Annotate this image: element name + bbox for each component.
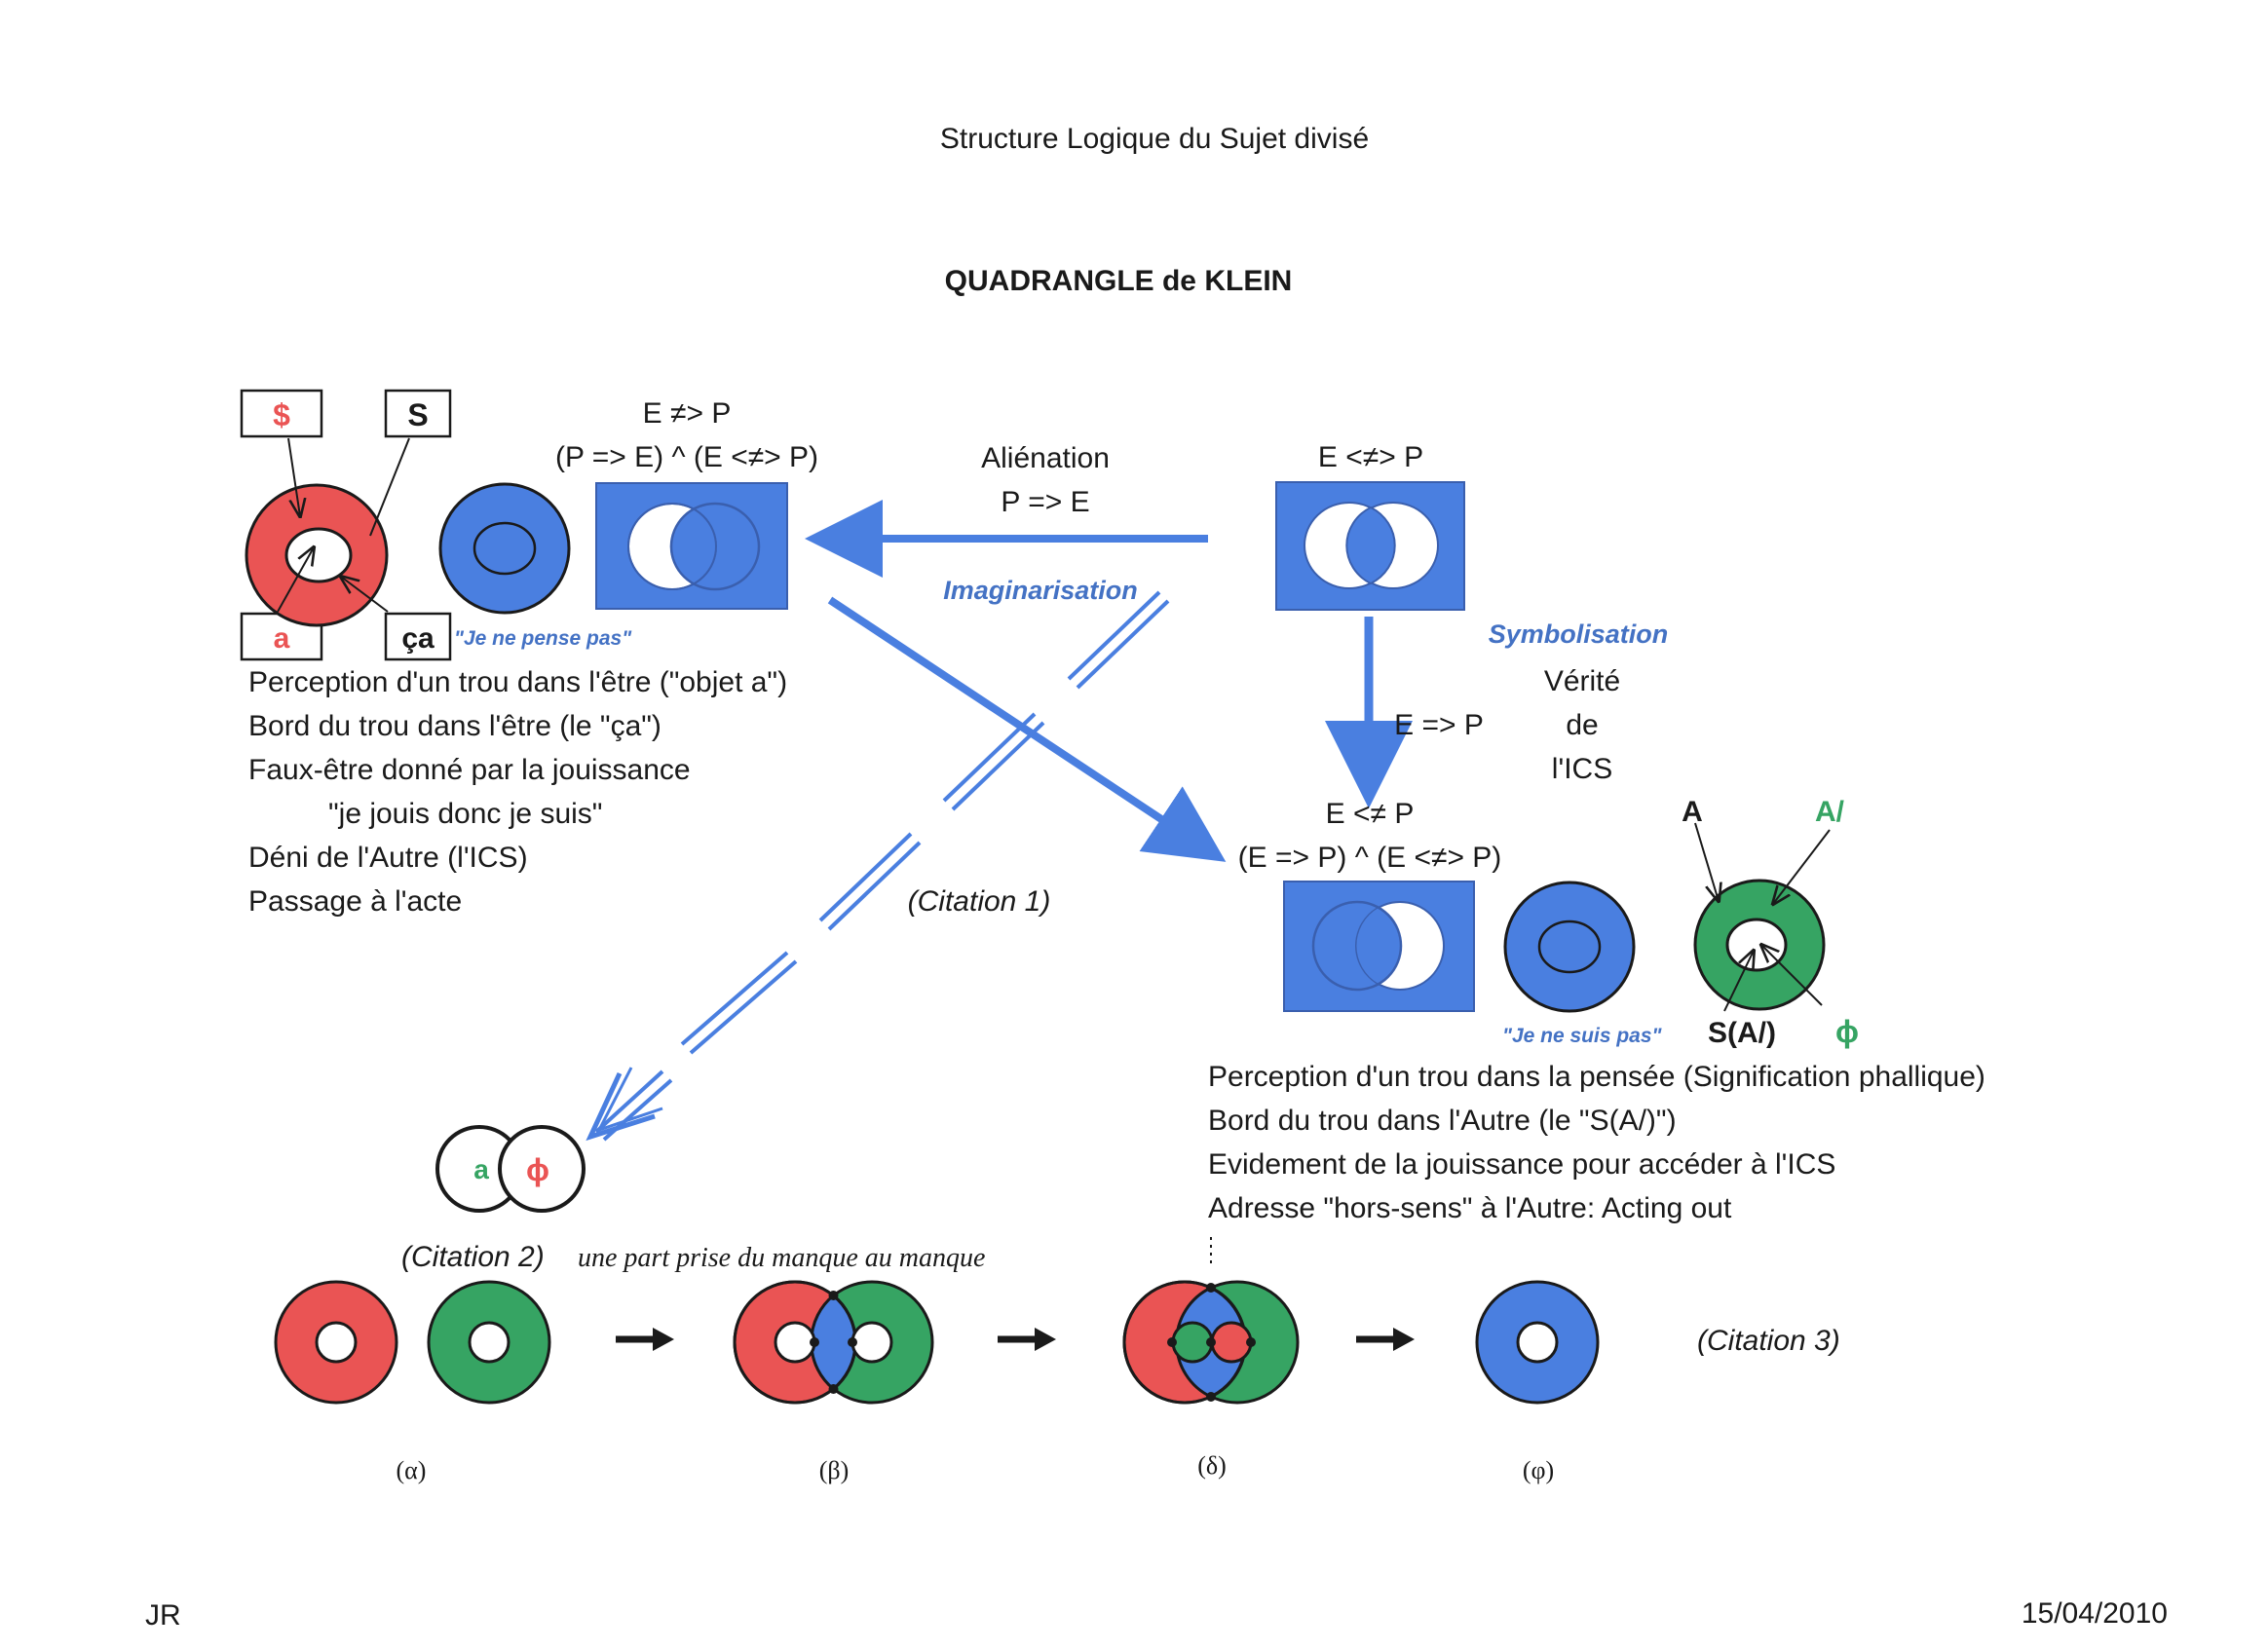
delta-node-right (1246, 1337, 1256, 1347)
alpha-red-hole (315, 1321, 358, 1364)
phi-letter: ϕ (526, 1152, 549, 1187)
stage-label-alpha: (α) (397, 1456, 427, 1484)
venn-right-intersection (1345, 506, 1396, 585)
delta-node-bottom (1206, 1392, 1216, 1402)
pointer-S-A (1723, 951, 1754, 1012)
formula-e-equiv-not-p: E <≠> P (1318, 441, 1423, 473)
br-desc-2: Bord du trou dans l'Autre (le "S(A/)") (1208, 1105, 1677, 1137)
box-a-label: a (274, 622, 290, 655)
citation-2-text: une part prise du manque au manque (578, 1243, 985, 1273)
phi-blue-hole (1516, 1321, 1559, 1364)
formula-e-not-reverse-p: E <≠ P (1326, 798, 1415, 830)
alienation-formula: P => E (1001, 486, 1089, 518)
label-phi: ϕ (1835, 1014, 1859, 1049)
delta-node-left (1167, 1337, 1177, 1347)
imaginarisation-dashed-arrow (586, 590, 1170, 1142)
pointer-ca (341, 577, 389, 613)
stage-label-delta: (δ) (1197, 1451, 1227, 1480)
stage-label-beta: (β) (819, 1456, 850, 1484)
bottom-right-group: E <≠ P (E => P) ^ (E <≠> P) "Je ne suis … (1208, 796, 1985, 1224)
pointer-A (1694, 822, 1719, 901)
label-S-A-barred: S(A/) (1708, 1017, 1776, 1049)
formula-e-implies-p-and: (E => P) ^ (E <≠> P) (1238, 842, 1502, 874)
red-torus-hole (284, 527, 353, 583)
lower-group: a ϕ (Citation 2) une part prise du manqu… (274, 1125, 1840, 1484)
blue-torus-inner (472, 521, 537, 576)
je-ne-pense-pas: "Je ne pense pas" (454, 627, 632, 650)
venn-bottom-intersection (1356, 908, 1401, 984)
box-ca (384, 612, 452, 661)
page-title: Structure Logique du Sujet divisé (940, 123, 1369, 155)
box-s-label: S (407, 397, 428, 432)
citation-1: (Citation 1) (908, 885, 1051, 918)
verite-line-1: Vérité (1544, 665, 1620, 697)
br-desc-4: Adresse "hors-sens" à l'Autre: Acting ou… (1208, 1192, 1732, 1224)
a-letter: a (473, 1154, 489, 1184)
formula-p-implies-e-and: (P => E) ^ (E <≠> P) (555, 441, 818, 473)
alienation-label: Aliénation (981, 442, 1110, 474)
arrows-group: Aliénation P => E Imaginarisation Symbol… (586, 442, 1669, 1142)
transition-arrow-3-head (1393, 1328, 1415, 1351)
beta-node-bottom (828, 1384, 839, 1394)
je-ne-suis-pas: "Je ne suis pas" (1502, 1025, 1663, 1047)
venn-left-circle-a-outline (627, 503, 717, 590)
vertical-formula: E => P (1394, 709, 1484, 741)
beta-node-right (848, 1337, 857, 1347)
verite-line-3: l'ICS (1552, 753, 1612, 785)
br-desc-3: Evidement de la jouissance pour accéder … (1208, 1148, 1835, 1181)
pointer-barred-s (287, 437, 300, 516)
label-A: A (1682, 796, 1703, 828)
phi-circle (498, 1125, 586, 1213)
citation-3: (Citation 3) (1697, 1325, 1840, 1357)
delta-red-hole (1210, 1321, 1253, 1364)
box-barred-s-label: $ (273, 397, 290, 432)
pointer-phi (1761, 945, 1823, 1006)
label-A-barred: A/ (1815, 796, 1845, 828)
transition-arrow-1-head (653, 1328, 674, 1351)
tl-desc-3: Faux-être donné par la jouissance (248, 754, 691, 786)
tl-desc-5: Déni de l'Autre (l'ICS) (248, 842, 528, 874)
delta-node-center (1206, 1337, 1216, 1347)
pointer-s (369, 437, 410, 537)
box-ca-label: ça (401, 622, 435, 655)
footer-initials: JR (145, 1599, 181, 1632)
tl-desc-4: "je jouis donc je suis" (328, 798, 602, 830)
beta-node-left (810, 1337, 819, 1347)
beta-node-top (828, 1291, 839, 1300)
verite-line-2: de (1566, 709, 1598, 741)
imaginarisation-label: Imaginarisation (943, 576, 1138, 605)
top-right-group: E <≠> P (1275, 441, 1465, 611)
stage-label-phi: (φ) (1523, 1456, 1554, 1484)
tl-desc-6: Passage à l'acte (248, 885, 462, 918)
box-barred-s (240, 389, 323, 438)
transition-arrow-2-head (1035, 1328, 1056, 1351)
box-s (384, 389, 452, 438)
top-left-group: $ S a ça "Je ne pense pas" E ≠> P (P => … (240, 389, 818, 918)
blue-torus-bottom-inner (1537, 919, 1602, 974)
beta-red-hole (774, 1321, 816, 1364)
alpha-green-hole (468, 1321, 510, 1364)
beta-green-hole (850, 1321, 893, 1364)
formula-e-not-implies-p: E ≠> P (643, 397, 732, 430)
venn-left-intersection (669, 508, 718, 584)
page-subtitle: QUADRANGLE de KLEIN (945, 265, 1293, 297)
green-torus-hole (1725, 918, 1788, 972)
symbolisation-label: Symbolisation (1489, 619, 1669, 649)
footer-date: 15/04/2010 (2022, 1597, 2168, 1630)
tl-desc-1: Perception d'un trou dans l'être ("objet… (248, 666, 787, 698)
pointer-A-barred (1773, 829, 1831, 904)
tl-desc-2: Bord du trou dans l'être (le "ça") (248, 710, 662, 742)
venn-bottom-circle-a (1311, 900, 1403, 992)
delta-node-top (1206, 1283, 1216, 1293)
pointer-a (277, 547, 314, 613)
citation-2: (Citation 2) (401, 1241, 545, 1273)
venn-left-circle-b (669, 502, 761, 591)
br-desc-1: Perception d'un trou dans la pensée (Sig… (1208, 1061, 1985, 1093)
